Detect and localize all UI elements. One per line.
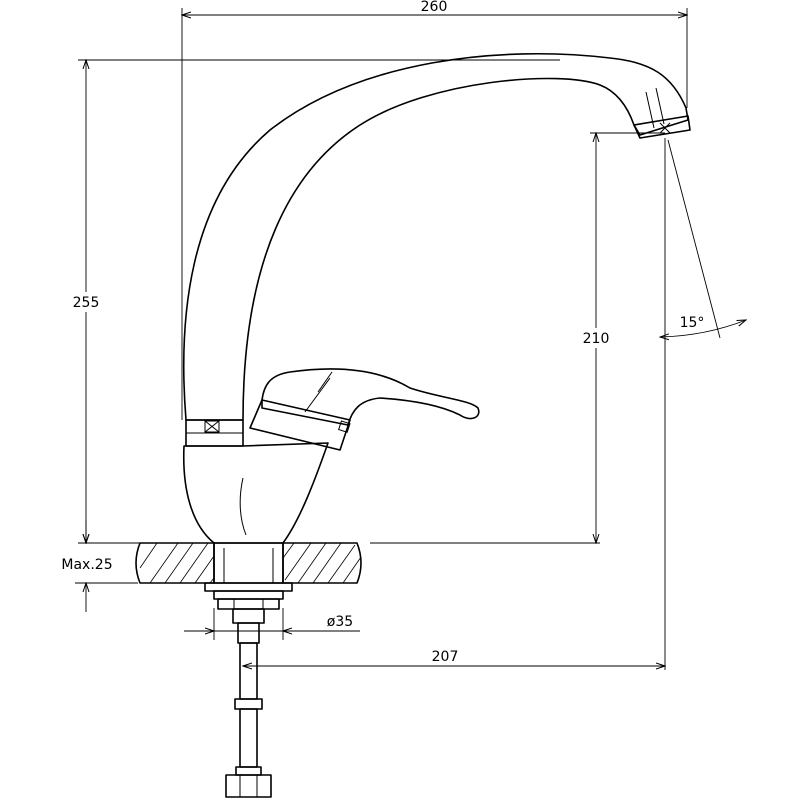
dimension-total-height: 255: [62, 60, 560, 543]
label-diameter: ø35: [327, 614, 353, 630]
mounting-assembly: [204, 542, 293, 798]
dimension-max-deck: Max.25: [61, 520, 138, 612]
dimension-spout-reach: 207: [243, 138, 665, 670]
label-max-deck: Max.25: [61, 557, 112, 573]
countertop-section: [135, 542, 362, 584]
label-total-width: 260: [421, 0, 448, 15]
dimension-angle: 15°: [660, 139, 746, 338]
label-spout-height: 210: [583, 331, 610, 347]
label-spout-reach: 207: [432, 649, 459, 665]
label-angle: 15°: [680, 315, 705, 331]
faucet-body: [182, 52, 691, 544]
dimension-diameter: ø35: [184, 608, 360, 640]
dimension-spout-height: 210: [370, 133, 665, 543]
label-total-height: 255: [73, 295, 100, 311]
dimension-total-width: 260: [182, 0, 687, 420]
